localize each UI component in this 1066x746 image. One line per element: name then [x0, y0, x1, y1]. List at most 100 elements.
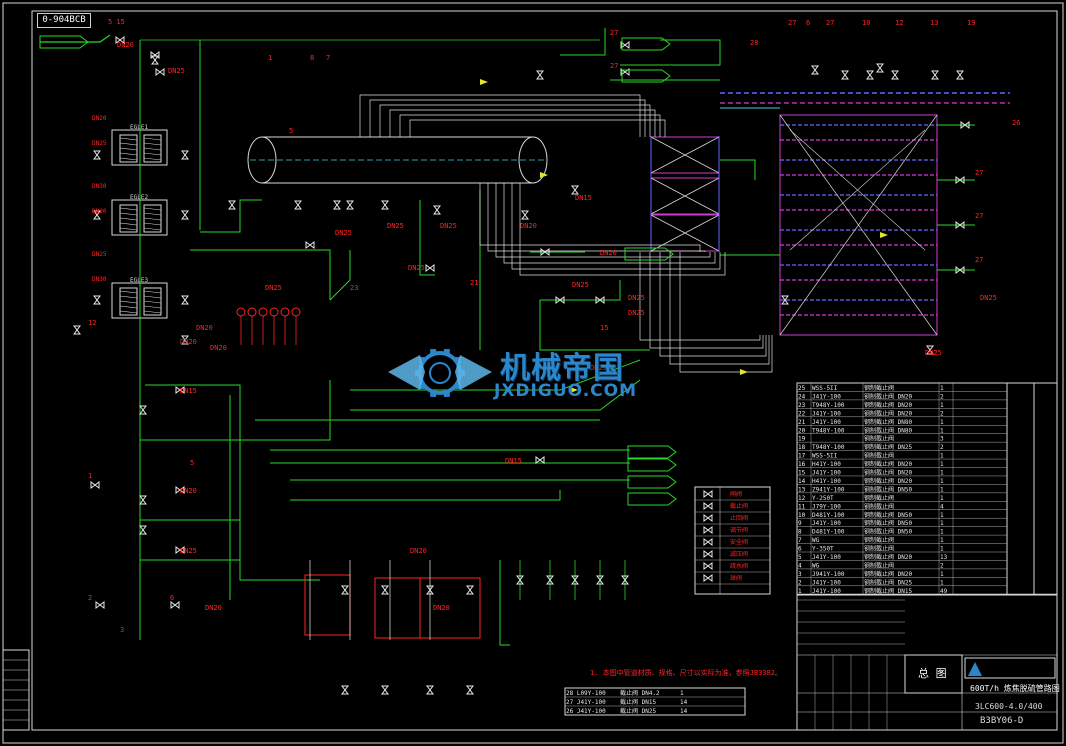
branch	[350, 379, 641, 411]
valve-icon	[703, 562, 713, 570]
bom-cell: 1	[940, 512, 944, 519]
valve-icon	[595, 296, 605, 304]
coil-stripe	[143, 290, 162, 294]
pipe-direction-marker	[627, 492, 677, 506]
valve-icon	[425, 264, 435, 272]
bom-cell: 1	[940, 546, 944, 553]
exchanger-pipe-label: DN20	[92, 208, 107, 215]
bom-cell: J41Y-100	[812, 470, 841, 477]
bom-cell: 钢制截止阀 DN50	[864, 519, 912, 527]
reactor-cross	[789, 129, 926, 251]
bom-cell: 钢制截止阀	[864, 561, 894, 569]
branch	[140, 380, 331, 441]
flow-arrow	[540, 172, 548, 178]
valve-icon	[955, 221, 965, 229]
valve-icon	[433, 205, 441, 215]
bom-cell: 20	[798, 427, 806, 434]
branch	[539, 300, 650, 351]
exchanger-label: ЕGLЕ2	[130, 194, 148, 201]
flow-arrow	[880, 232, 888, 238]
sample-point	[280, 307, 290, 317]
bom-cell: 14	[680, 708, 688, 715]
bom-cell: 15	[798, 470, 806, 477]
bom-cell: J41Y-100	[812, 419, 841, 426]
coil-stripe	[119, 295, 138, 299]
bom-cell: 49	[940, 588, 948, 595]
valve-icon	[426, 685, 434, 695]
exchanger-coil	[119, 134, 138, 163]
valve-icon	[931, 70, 939, 80]
coil-stripe	[119, 137, 138, 141]
bom-cell: 2	[940, 410, 944, 417]
valve-label: DN20	[180, 487, 197, 495]
bom-cell: 1	[798, 588, 802, 595]
valve-icon	[93, 150, 101, 160]
gear-tooth	[454, 382, 461, 389]
valve-label: DN25	[265, 284, 282, 292]
gear-tooth	[430, 349, 437, 356]
bom-cell: 钢制截止阀 DN50	[864, 528, 912, 536]
valve-icon	[620, 41, 630, 49]
bom-cell: 11	[798, 503, 806, 510]
bundle-line	[511, 183, 721, 270]
valve-label: 5 15	[108, 18, 125, 26]
inner-frame	[31, 10, 1058, 731]
bom-cell: 钢制截止阀 DN20	[864, 477, 912, 485]
bundle-line	[669, 252, 770, 365]
valve-label: DN20	[433, 604, 450, 612]
bundle-line	[519, 183, 726, 276]
valve-label: DN25	[590, 364, 607, 372]
legend-text: 减压阀	[730, 550, 748, 558]
drawing-number: 0-904BCB	[37, 13, 91, 28]
coil-stripe	[143, 137, 162, 141]
watermark-gear-icon	[418, 351, 462, 395]
bom-cell: 钢制截止阀 DN25	[864, 443, 912, 451]
drawing-subtitle: 3LC600-4.0/400	[975, 702, 1043, 711]
branch	[190, 249, 331, 300]
legend-text: 止回阀	[730, 514, 748, 522]
bom-cell: 钢制截止阀 DN20	[864, 469, 912, 477]
bom-cell: 22	[798, 410, 806, 417]
valve-label: 27	[610, 29, 618, 37]
valve-icon	[703, 490, 713, 498]
bom-cell: H41Y-100	[812, 478, 841, 485]
bom-cell: H41Y-100	[812, 461, 841, 468]
bom-cell: 钢制截止阀 DN20	[864, 570, 912, 578]
coil-stripe	[143, 222, 162, 226]
coil-stripe	[119, 207, 138, 211]
valve-label: DN25	[572, 281, 589, 289]
pipe-direction-marker	[624, 247, 674, 261]
exchanger-pipe-label: DN30	[92, 183, 107, 190]
valve-label: 3	[120, 626, 124, 634]
drain	[499, 560, 510, 646]
valve-icon	[955, 176, 965, 184]
bom-cell: 6	[798, 546, 802, 553]
manifold	[419, 577, 481, 639]
valve-label: DN20	[180, 338, 197, 346]
bundle-line	[399, 114, 661, 137]
bom-cell: 4	[798, 562, 802, 569]
gear-tooth	[443, 349, 450, 356]
valve-label: 12	[88, 319, 96, 327]
bom-cell: Y-250T	[812, 495, 834, 502]
exchanger-coil	[143, 204, 162, 233]
valve-icon	[955, 266, 965, 274]
bundle-line	[487, 183, 706, 252]
coil-stripe	[119, 152, 138, 156]
bom-cell: 9	[798, 520, 802, 527]
coil-stripe	[143, 310, 162, 314]
bom-cell: 钢制截止阀 DN15	[864, 587, 912, 595]
valve-icon	[95, 601, 105, 609]
valve-icon	[346, 200, 354, 210]
valve-icon	[139, 405, 147, 415]
flow-arrow	[480, 79, 488, 85]
valve-icon	[175, 386, 185, 394]
bom-cell: 钢制截止阀 DN20	[864, 553, 912, 561]
coil-stripe	[119, 142, 138, 146]
valve-icon	[170, 601, 180, 609]
bom-cell: 1	[940, 486, 944, 493]
bom-cell: 钢制截止阀 DN25	[864, 578, 912, 586]
sample-point	[291, 307, 301, 317]
valve-icon	[781, 295, 789, 305]
exchanger-pipe-label: DN25	[92, 251, 107, 258]
